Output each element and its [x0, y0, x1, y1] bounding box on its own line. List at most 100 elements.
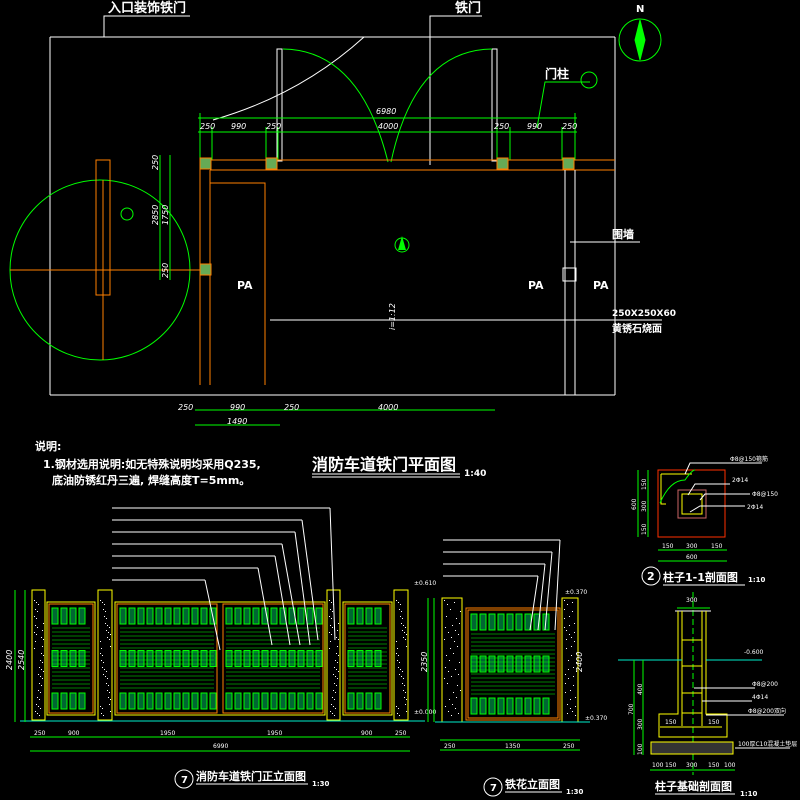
leader-lines	[112, 507, 336, 651]
ornament-block	[182, 650, 190, 667]
stipple	[107, 625, 108, 626]
ornament-block	[279, 607, 287, 625]
level: -0.600	[744, 649, 764, 656]
dim: 100	[652, 762, 664, 769]
stipple	[43, 623, 44, 624]
stipple	[568, 678, 569, 679]
dim: 1950	[160, 730, 175, 737]
stipple	[448, 632, 449, 633]
stipple	[334, 715, 335, 716]
stipple	[41, 637, 42, 638]
label-paving-material: 黄锈石烧面	[612, 322, 662, 335]
ornament-block	[470, 613, 478, 631]
dim: 4000	[378, 403, 398, 412]
dim: 1950	[267, 730, 282, 737]
stipple	[398, 655, 399, 656]
ornament-block	[506, 655, 514, 673]
stipple	[460, 690, 461, 691]
dim: 2400	[575, 652, 584, 672]
level-bottom: ±0.000	[414, 709, 436, 716]
stipple	[106, 671, 107, 672]
notes-line-1: 1.钢材选用说明:如无特殊说明均采用Q235,	[43, 457, 261, 471]
stipple	[106, 618, 107, 619]
pillar	[393, 589, 409, 721]
stipple	[566, 648, 567, 649]
dim: 300	[641, 500, 648, 512]
stipple	[107, 678, 108, 679]
dim: 150	[641, 478, 648, 490]
stipple	[406, 646, 407, 647]
label-paving-size: 250X250X60	[612, 309, 676, 319]
ornament-block	[60, 607, 68, 625]
column-section-1-1	[637, 462, 762, 586]
stipple	[400, 669, 401, 670]
stone-cladding	[660, 473, 692, 505]
stipple	[576, 653, 577, 654]
dim: 250	[395, 730, 407, 737]
stipple	[334, 667, 335, 668]
stipple	[567, 713, 568, 714]
ornament-block	[51, 650, 59, 667]
stipple	[396, 641, 397, 642]
stipple	[459, 623, 460, 624]
stipple	[38, 706, 39, 707]
dim: 300	[686, 543, 698, 550]
door-swing-right	[390, 48, 493, 163]
stipple	[396, 600, 397, 601]
dim: 150	[665, 762, 677, 769]
section-title: 柱子1-1剖面图	[663, 570, 738, 584]
gate-post	[562, 157, 575, 170]
detail-index-circle	[174, 769, 194, 789]
gate-post	[496, 157, 509, 170]
stipple	[34, 632, 35, 633]
stipple	[332, 627, 333, 628]
pa-label: PA	[593, 279, 609, 292]
stipple	[458, 674, 459, 675]
stipple	[404, 685, 405, 686]
stipple	[42, 678, 43, 679]
label-entry-gate: 入口装饰铁门	[108, 0, 186, 16]
ornament-block	[279, 692, 287, 710]
label-wall: 围墙	[612, 227, 634, 241]
ornament-block	[173, 692, 181, 710]
ornament-block	[191, 692, 199, 710]
stipple	[455, 630, 456, 631]
section-label: 2Φ14	[747, 504, 763, 511]
stipple	[337, 646, 338, 647]
leader-arc	[212, 36, 365, 121]
foundation-label: Φ8@200	[752, 681, 778, 688]
stipple	[400, 604, 401, 605]
dim: 300	[686, 762, 698, 769]
label-iron-gate: 铁门	[454, 0, 481, 16]
detail-index-circle	[641, 566, 661, 586]
dim: 990	[230, 403, 245, 412]
dim: 150	[708, 762, 720, 769]
pillar	[441, 597, 463, 723]
dim: 100	[637, 743, 644, 755]
ornament-block	[306, 607, 314, 625]
stipple	[101, 713, 102, 714]
stipple	[567, 604, 568, 605]
ornament-block	[164, 650, 172, 667]
gate-leaf-left	[276, 48, 283, 162]
stipple	[42, 662, 43, 663]
stipple	[37, 627, 38, 628]
stipple	[104, 616, 105, 617]
stipple	[399, 609, 400, 610]
stipple	[330, 641, 331, 642]
ornament-block	[270, 607, 278, 625]
panel-frame	[116, 603, 218, 714]
stipple	[449, 699, 450, 700]
stipple	[575, 706, 576, 707]
stipple	[566, 639, 567, 640]
plan-scale: 1:40	[464, 469, 486, 479]
stipple	[36, 602, 37, 603]
stipple	[574, 623, 575, 624]
wall-post	[562, 267, 577, 282]
stipple	[329, 648, 330, 649]
ornament-block	[497, 697, 505, 715]
stipple	[110, 699, 111, 700]
gate-posts	[199, 157, 575, 276]
dim-total: 700	[628, 703, 635, 715]
